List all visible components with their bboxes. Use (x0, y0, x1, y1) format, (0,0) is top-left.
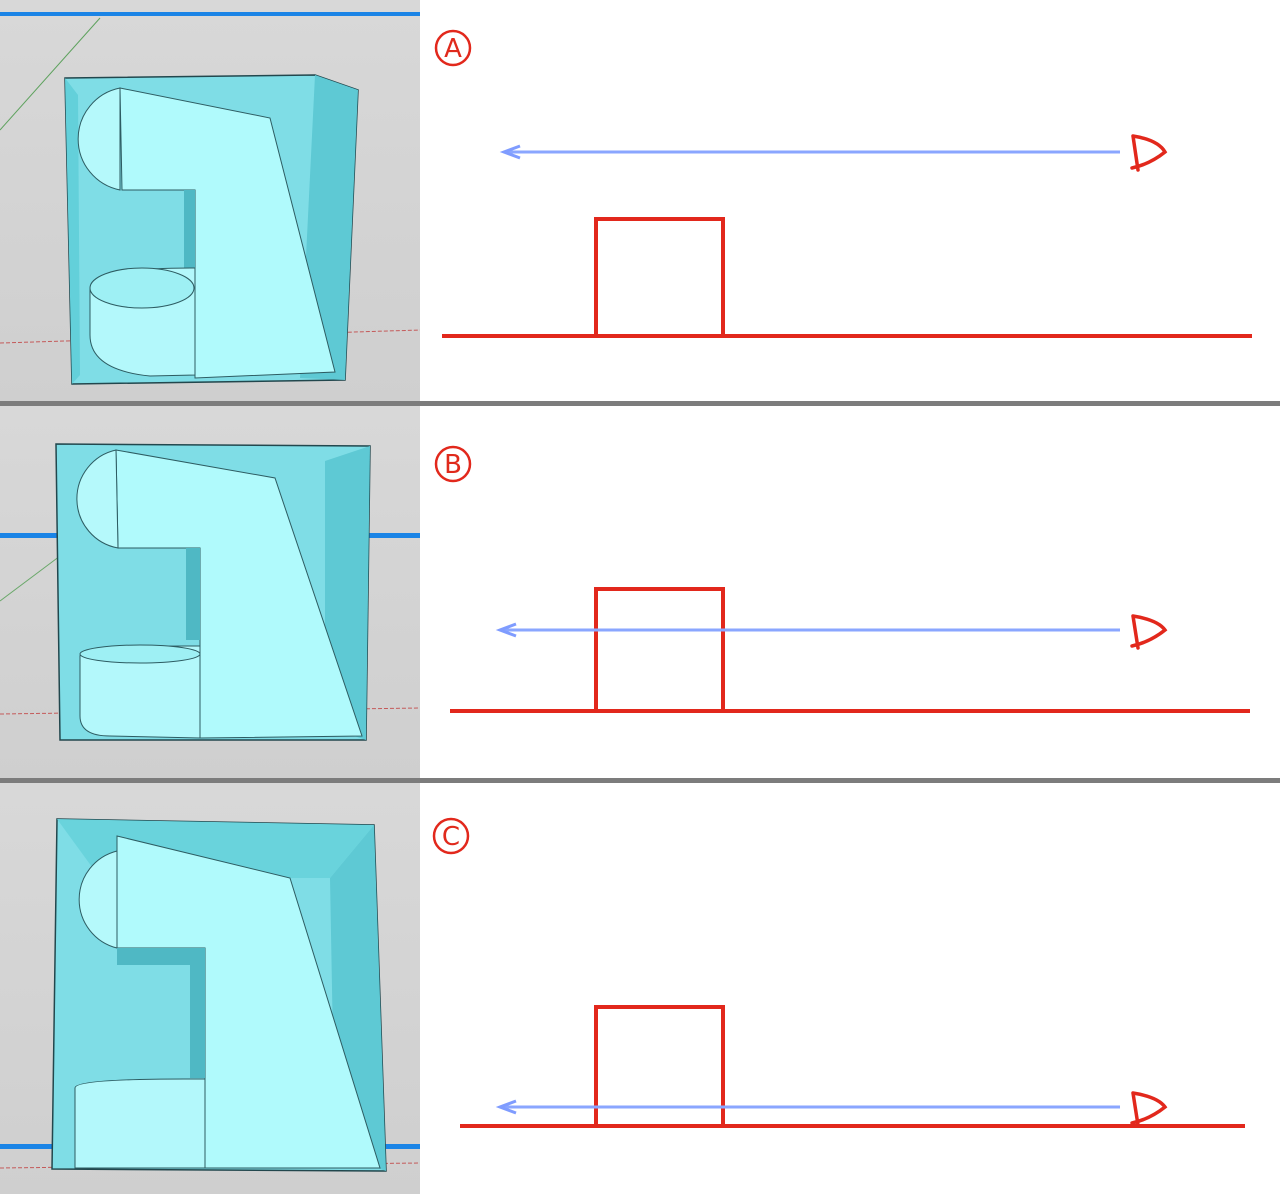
panel-label-c: C (442, 822, 460, 852)
model-render-a (0, 12, 420, 385)
label-circle (434, 445, 472, 483)
sketch-a: A (420, 0, 1280, 402)
label-circle (434, 29, 472, 67)
arm-shadow (117, 948, 205, 965)
viewport-a (0, 0, 420, 402)
viewport-b (0, 406, 420, 778)
panel-b: B (0, 406, 1280, 778)
model-arm (119, 87, 336, 379)
divider-bc (0, 778, 1280, 783)
sight-arrowhead (499, 144, 521, 160)
label-circle (432, 817, 470, 855)
object-box (594, 217, 725, 336)
eye-icon (1130, 134, 1168, 172)
object-box (594, 1005, 725, 1126)
sketch-c: C (420, 783, 1280, 1194)
cylinder-top (89, 267, 195, 309)
arm-shadow-vertical (190, 948, 205, 1078)
green-axis-line (0, 555, 61, 602)
eye-icon (1130, 614, 1168, 650)
half-dome (76, 449, 119, 549)
cylinder-top (79, 644, 201, 664)
sketch-drawing-b: B (434, 445, 1250, 713)
sketch-drawing-a: A (434, 29, 1252, 338)
half-dome (78, 850, 118, 949)
sight-arrowhead (495, 1099, 517, 1115)
panel-label-a: A (444, 34, 462, 64)
eye-icon (1130, 1091, 1168, 1127)
green-axis-line (0, 17, 101, 131)
viewport-c (0, 783, 420, 1194)
arm-shadow (184, 190, 195, 270)
arm-shadow (186, 548, 200, 640)
box-left-face (65, 78, 80, 384)
panel-a: A (0, 0, 1280, 402)
sight-arrowhead (495, 622, 517, 638)
panel-label-b: B (444, 450, 462, 480)
sketch-drawing-c: C (432, 817, 1245, 1128)
object-box (594, 587, 725, 711)
model-render-b (0, 443, 420, 741)
sketch-b: B (420, 406, 1280, 778)
half-dome (77, 87, 121, 191)
cylinder-base (74, 1078, 206, 1169)
blue-axis-line (0, 12, 420, 16)
model-render-c (0, 818, 420, 1172)
divider-ab (0, 401, 1280, 406)
panel-c: C (0, 783, 1280, 1194)
